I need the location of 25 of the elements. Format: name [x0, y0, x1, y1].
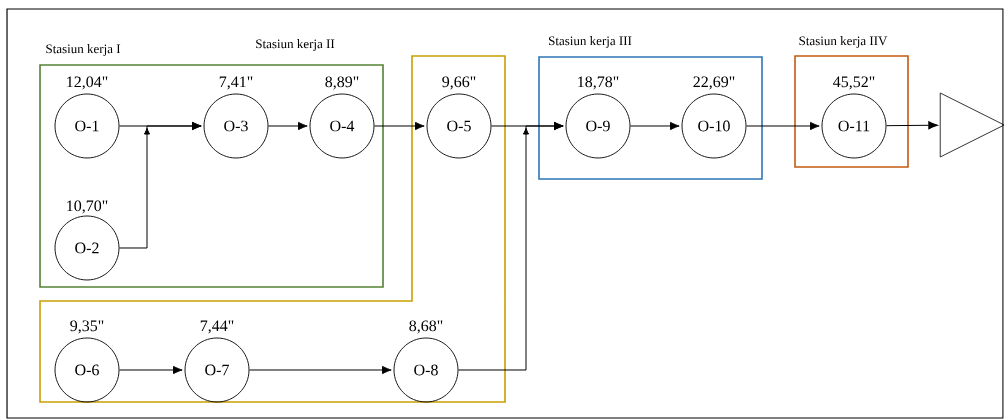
arrow: [457, 121, 564, 371]
time-label: 9,35": [70, 320, 104, 334]
arrow: [248, 365, 392, 375]
node-label: Stasiun kerja I: [46, 44, 121, 56]
storage-triangle: [939, 92, 1004, 158]
arrow: [745, 121, 820, 131]
node-label: Stasiun kerja II: [256, 39, 335, 51]
time-label: 22,69": [693, 76, 735, 90]
arrow: [118, 365, 183, 375]
arrow: [885, 121, 938, 130]
time-label: 18,78": [578, 76, 619, 90]
node-label: Stasiun kerja IIV: [799, 36, 888, 48]
time-label: 10,70": [67, 200, 108, 214]
arrow: [267, 121, 308, 131]
time-label: 8,89": [325, 76, 359, 90]
arrow: [629, 121, 680, 131]
time-label: 45,52": [833, 76, 875, 90]
time-label: 9,66": [442, 76, 476, 90]
time-label: 7,41": [219, 76, 253, 90]
arrow: [373, 121, 425, 131]
arrow: [118, 121, 202, 249]
time-label: 12,04": [67, 76, 108, 90]
time-label: 8,68": [409, 320, 443, 334]
node-label: Stasiun kerja III: [548, 36, 632, 48]
time-label: 7,44": [200, 320, 234, 334]
